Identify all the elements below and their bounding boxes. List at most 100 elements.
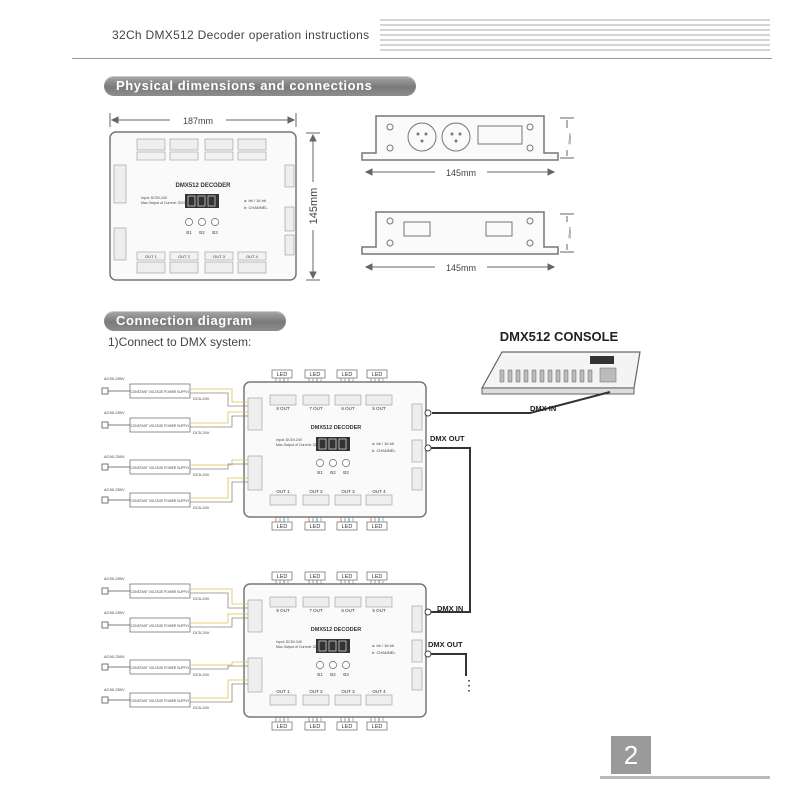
psu-label-6: CONSTANT VOLTAGE POWER SUPPLY [131,624,191,628]
psu-label-1: CONSTANT VOLTAGE POWER SUPPLY [131,390,191,394]
dmx-console-icon [480,351,641,395]
out-label-u1-3: OUT 3 [341,489,355,494]
decoder-mode-unit-2-a: a: bit / 16 bit [372,643,395,648]
led-label-5: LED [277,524,288,530]
top-out-label-3: OUT 3 [213,254,225,259]
button-b3-small [211,218,219,226]
dmx-in-label-1: DMX IN [530,404,556,413]
dmx-out-label-1: DMX OUT [430,434,465,443]
dmx-in-label-2: DMX IN [437,604,463,613]
ac-label-4: AC90-250V [104,487,125,492]
dimension-side-width-2: 145mm [446,263,476,273]
button-u2-b3: B3 [343,672,349,677]
psu-label-4: CONSTANT VOLTAGE POWER SUPPLY [131,499,191,503]
decoder-mode-unit-1-a: a: bit / 16 bit [372,441,395,446]
continuation-dots: ⋮ [462,677,476,693]
ac-label-8: AC90-250V [104,687,125,692]
decoder-input-unit-2: Input: DC5V-24V [276,640,303,644]
top-output-label-u2-2: 7 OUT [309,608,323,613]
top-output-label-u2-4: 5 OUT [372,608,386,613]
decoder-title-small: DMX512 DECODER [175,183,231,189]
ac-label-5: AC90-250V [104,576,125,581]
button-u1-b1: B1 [317,470,323,475]
dc-label-7: DC5-24V [193,672,210,677]
psu-label-8: CONSTANT VOLTAGE POWER SUPPLY [131,699,191,703]
button-u2-b2: B2 [330,672,336,677]
button-b2-small [198,218,206,226]
top-out-label-2: OUT 2 [178,254,190,259]
ac-label-1: AC90-250V [104,376,125,381]
decoder-input-small: Input: DC5V-24V [141,196,168,200]
led-label-9: LED [277,574,288,580]
top-output-label-u1-1: 8 OUT [276,406,290,411]
decoder-unit-1: LED LED LED LED LED LED LED LED 8 OUT [243,369,432,531]
dimension-side-width-1: 145mm [446,168,476,178]
top-output-label-u2-3: 6 OUT [341,608,355,613]
led-label-6: LED [310,524,321,530]
dc-label-1: DC5-24V [193,396,210,401]
dc-label-6: DC5-24V [193,630,210,635]
psu-label-3: CONSTANT VOLTAGE POWER SUPPLY [131,466,191,470]
console-title: DMX512 CONSOLE [500,329,619,344]
psu-label-7: CONSTANT VOLTAGE POWER SUPPLY [131,666,191,670]
ac-label-2: AC90-250V [104,410,125,415]
led-label-3: LED [342,372,353,378]
button-label-b2: B2 [199,230,205,235]
led-label-7: LED [342,524,353,530]
top-output-label-u1-3: 6 OUT [341,406,355,411]
led-label-16: LED [372,724,383,730]
dc-label-2: DC5-24V [193,430,210,435]
top-output-label-u2-1: 8 OUT [276,608,290,613]
dimension-side-height-2: 35mm [567,227,572,239]
led-label-2: LED [310,372,321,378]
dimension-height-label: 145mm [308,188,320,225]
out-label-u2-4: OUT 4 [372,689,386,694]
decoder-input-unit-1: Input: DC5V-24V [276,438,303,442]
power-supplies-unit-1: AC90-250V AC90-250V AC90-250V AC90-250V … [101,376,248,510]
led-label-1: LED [277,372,288,378]
decoder-top-view: DMX512 DECODER Input: DC5V-24V Max Outpu… [109,131,297,281]
led-label-8: LED [372,524,383,530]
decoder-max-unit-1: Max Output of Current: 32X3A [276,443,324,447]
ac-label-6: AC90-250V [104,610,125,615]
out-label-u1-1: OUT 1 [276,489,290,494]
page-number: 2 [611,736,651,774]
out-label-u1-2: OUT 2 [309,489,323,494]
footer-rule [600,776,770,779]
header-decorative-lines [380,19,770,51]
decoder-title-unit-2: DMX512 DECODER [311,627,361,633]
section-title-physical: Physical dimensions and connections [104,76,416,96]
decoder-side-view-1 [361,115,559,161]
out-label-u2-3: OUT 3 [341,689,355,694]
out-label-u1-4: OUT 4 [372,489,386,494]
dimension-width-label: 187mm [183,116,213,126]
out-label-u2-2: OUT 2 [309,689,323,694]
button-b1-small [185,218,193,226]
decoder-mode-small-2: b: CHANNEL [244,205,268,210]
led-label-13: LED [277,724,288,730]
decoder-mode-unit-1-b: b: CHANNEL [372,448,396,453]
decoder-title-unit-1: DMX512 DECODER [311,425,361,431]
led-label-15: LED [342,724,353,730]
button-u1-b3: B3 [343,470,349,475]
button-u1-b2: B2 [330,470,336,475]
psu-label-2: CONSTANT VOLTAGE POWER SUPPLY [131,424,191,428]
dc-label-8: DC5-24V [193,705,210,710]
top-output-label-u1-2: 7 OUT [309,406,323,411]
dc-label-3: DC5-24V [193,472,210,477]
decoder-max-unit-2: Max Output of Current: 32X3A [276,645,324,649]
ac-label-7: AC90-250V [104,654,125,659]
decoder-side-view-2 [361,211,559,255]
top-out-label-1: OUT 1 [145,254,157,259]
dc-label-5: DC5-24V [193,596,210,601]
led-label-11: LED [342,574,353,580]
decoder-mode-small-1: a: bit / 16 bit [244,198,267,203]
top-out-label-4: OUT 4 [246,254,258,259]
decoder-unit-2: LED LED LED LED LED LED LED LED 8 OUT 7 … [243,571,432,731]
document-title: 32Ch DMX512 Decoder operation instructio… [112,28,370,42]
ac-label-3: AC90-250V [104,454,125,459]
led-label-12: LED [372,574,383,580]
button-label-b1: B1 [186,230,192,235]
